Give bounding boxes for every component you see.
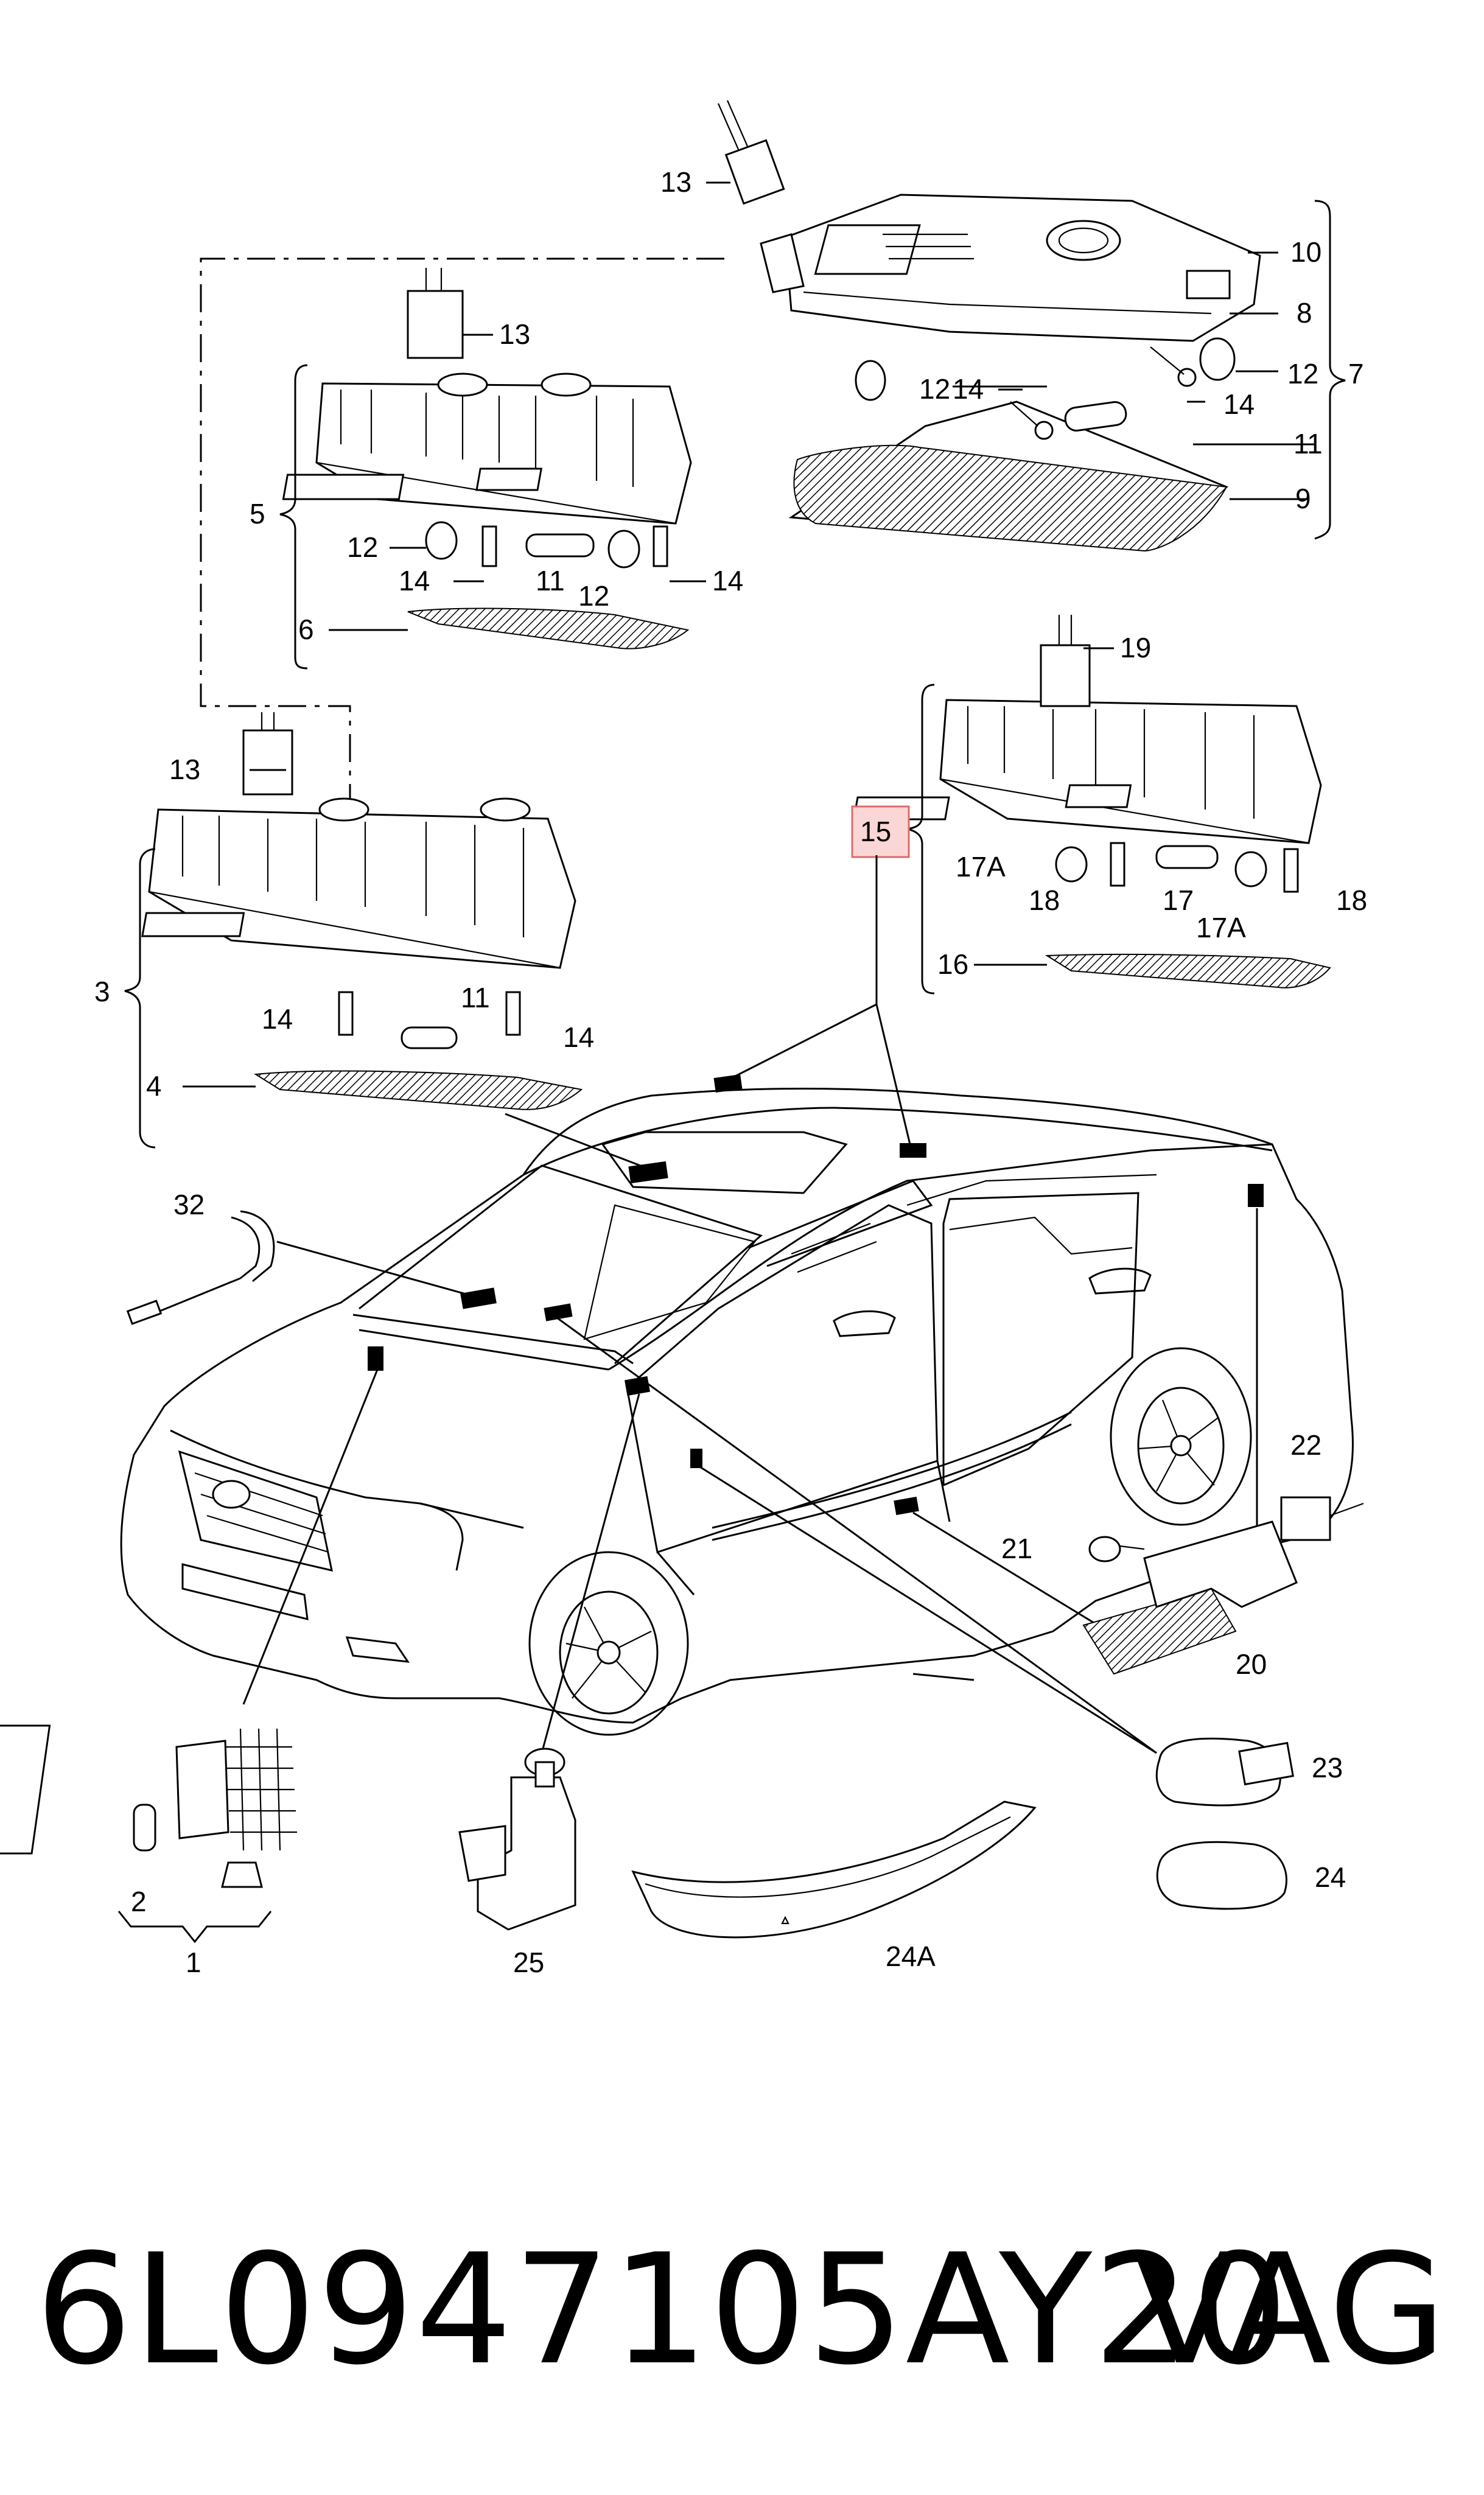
callout-13: 13 [499,318,530,350]
callout-labels: 13 10 8 7 12 12 14 14 11 9 13 5 12 14 11… [94,166,1367,1978]
callout-5: 5 [250,498,265,530]
callout-2: 2 [131,1886,147,1917]
callout-18: 18 [1336,884,1367,916]
callout-14: 14 [1223,388,1255,420]
exploded-parts-diagram: 13 10 8 7 12 12 14 14 11 9 13 5 12 14 11… [0,100,1367,1978]
callout-9: 9 [1295,483,1311,514]
callout-11: 11 [536,565,565,597]
callout-12: 12 [578,580,609,612]
callout-23: 23 [1312,1752,1343,1783]
callout-14: 14 [262,1003,293,1035]
callout-8: 8 [1297,297,1312,329]
brand-label: VAG [1132,2221,1446,2398]
callout-19: 19 [1120,632,1151,663]
callout-24: 24 [1315,1861,1346,1893]
callout-15: 15 [860,816,891,847]
bracket-1-2 [117,1911,272,1944]
callout-4: 4 [146,1070,162,1102]
callout-13: 13 [169,754,200,785]
part-24a-sill-trim [631,1800,1037,1939]
callout-16: 16 [937,948,968,980]
leader-lines [242,855,1258,1754]
callout-14: 14 [563,1021,594,1053]
callout-21: 21 [1001,1533,1032,1564]
part-21-bulb [1088,1536,1145,1562]
callout-11: 11 [461,982,490,1013]
callout-leaders [183,181,1315,1088]
interior-light-assembly-5 [282,268,692,649]
part-23-side-repeater [1155,1737,1294,1807]
callout-13: 13 [660,166,691,198]
callout-10: 10 [1290,236,1321,268]
callout-25: 25 [513,1947,544,1978]
part-number: 6L0947105AY20 [35,2221,1290,2398]
part-20-footwell-lamp [1082,1496,1364,1675]
footer: 6L0947105AY20 VAG [0,2210,1484,2410]
part-25-switch [458,1748,576,1931]
callout-22: 22 [1290,1429,1321,1461]
callout-14: 14 [399,565,430,597]
light-position-markers [368,1074,1264,1516]
callout-32: 32 [173,1189,205,1220]
callout-17a: 17A [956,851,1006,883]
callout-7: 7 [1348,358,1364,390]
callout-1: 1 [186,1947,201,1978]
part-1-light-housing [0,1724,297,1888]
callout-12: 12 [1287,358,1318,390]
interior-light-assembly-15 [852,615,1331,989]
part-32-wiring [126,1210,275,1325]
callout-12: 12 [919,373,950,405]
callout-24a: 24A [886,1940,936,1972]
callout-20: 20 [1236,1648,1267,1680]
interior-light-assembly-7 [717,100,1261,552]
part-24-lens [1156,1841,1287,1910]
callout-17: 17 [1163,884,1194,916]
callout-18: 18 [1029,884,1060,916]
callout-6: 6 [298,614,314,645]
callout-15-highlight [851,805,910,858]
callout-14: 14 [712,565,743,597]
assembly-boundary-line [200,257,724,803]
callout-17a: 17A [1196,912,1246,943]
callout-11: 11 [1293,428,1323,460]
callout-3: 3 [94,976,110,1007]
callout-12: 12 [347,531,378,563]
callout-14: 14 [953,373,984,405]
interior-light-assembly-3 [141,712,583,1110]
car-body [120,1087,1354,1736]
